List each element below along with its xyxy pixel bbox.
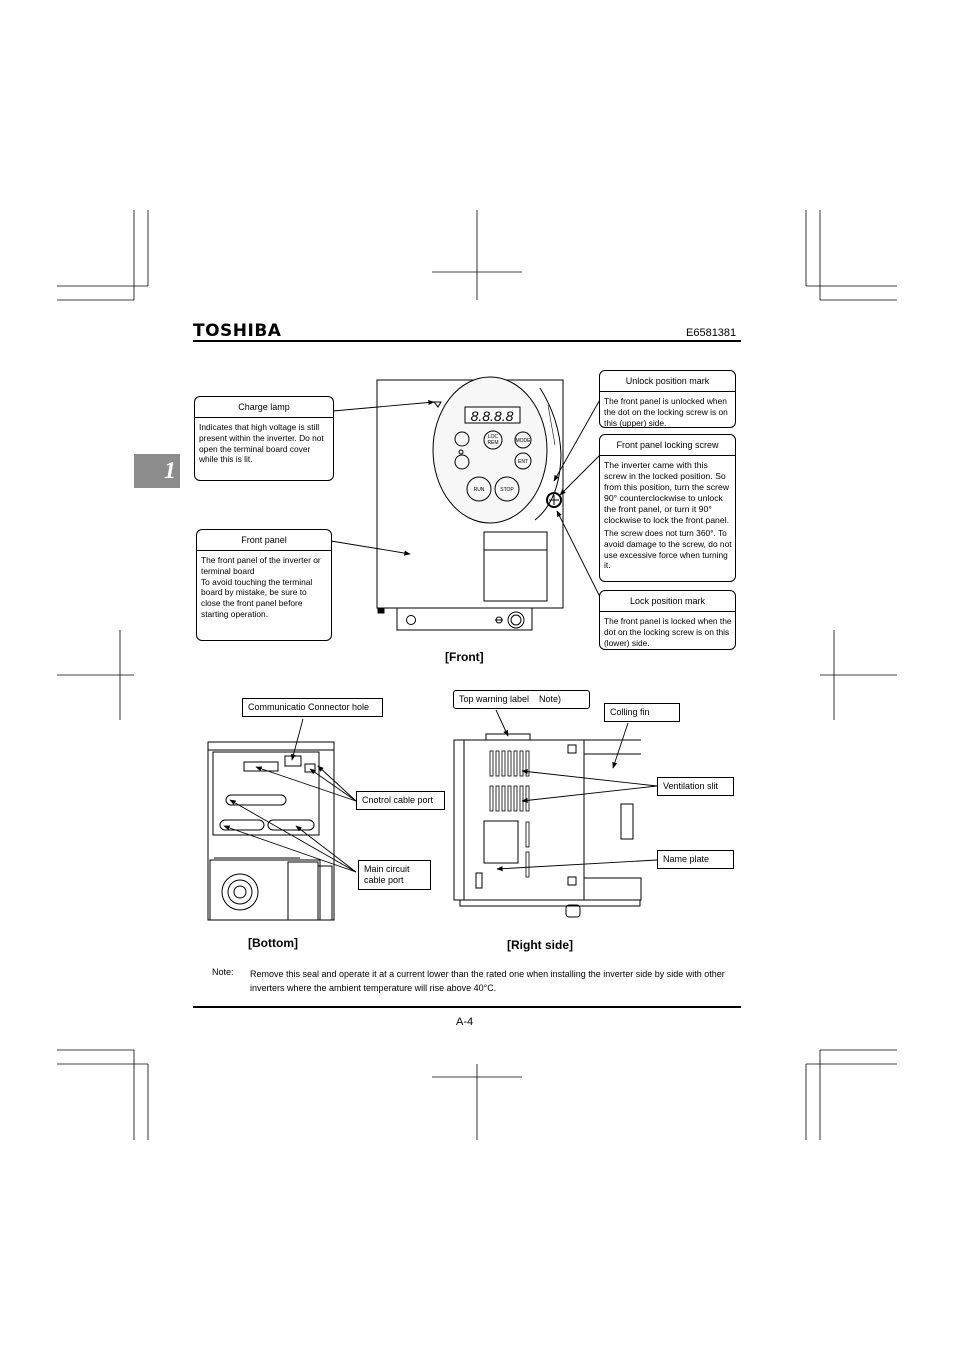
- header-rule: [193, 340, 741, 342]
- comm-connector-label: Communicatio Connector hole: [242, 698, 383, 717]
- front-panel-callout: Front panel The front panel of the inver…: [196, 529, 332, 641]
- name-plate-label: Name plate: [657, 850, 734, 869]
- svg-text:REM: REM: [487, 440, 498, 446]
- locking-screw-warning: The screw does not turn 360°. To avoid d…: [604, 528, 732, 571]
- footer-rule: [193, 1006, 741, 1008]
- brand-logo: TOSHIBA: [193, 321, 282, 341]
- right-side-caption: [Right side]: [507, 938, 573, 952]
- chapter-tab: 1: [134, 454, 180, 488]
- bottom-caption: [Bottom]: [248, 936, 298, 950]
- locking-screw-body: The inverter came with this screw in the…: [604, 460, 730, 525]
- lock-mark-callout: Lock position mark The front panel is lo…: [599, 590, 736, 650]
- unlock-mark-body: The front panel is unlocked when the dot…: [604, 396, 728, 428]
- note-label: Note:: [212, 967, 234, 977]
- ventilation-label: Ventilation slit: [657, 777, 734, 796]
- note-text: Remove this seal and operate it at a cur…: [250, 969, 725, 993]
- front-caption: [Front]: [445, 650, 484, 664]
- main-circuit-label: Main circuit cable port: [358, 860, 431, 890]
- locking-screw-title: Front panel locking screw: [600, 435, 735, 456]
- svg-text:ENT: ENT: [518, 459, 528, 465]
- svg-text:MODE: MODE: [516, 438, 532, 444]
- top-warning-label: Top warning label Note): [453, 690, 590, 709]
- lock-mark-body: The front panel is locked when the dot o…: [604, 616, 732, 648]
- charge-lamp-body: Indicates that high voltage is still pre…: [199, 422, 324, 465]
- document-code: E6581381: [686, 327, 737, 339]
- unlock-mark-title: Unlock position mark: [600, 371, 735, 392]
- svg-text:LOC: LOC: [488, 434, 499, 440]
- led-display: 8.8.8.8: [471, 408, 514, 424]
- charge-lamp-title: Charge lamp: [195, 397, 333, 418]
- svg-text:STOP: STOP: [500, 487, 514, 493]
- unlock-mark-callout: Unlock position mark The front panel is …: [599, 370, 736, 428]
- svg-text:RUN: RUN: [474, 487, 485, 493]
- page-number: A-4: [456, 1016, 474, 1028]
- charge-lamp-callout: Charge lamp Indicates that high voltage …: [194, 396, 334, 481]
- cooling-fin-label: Colling fin: [604, 703, 680, 722]
- front-panel-title: Front panel: [197, 530, 331, 551]
- front-panel-body: The front panel of the inverter or termi…: [201, 555, 321, 619]
- lock-mark-title: Lock position mark: [600, 591, 735, 612]
- control-cable-label: Cnotrol cable port: [356, 791, 445, 810]
- locking-screw-callout: Front panel locking screw The inverter c…: [599, 434, 736, 582]
